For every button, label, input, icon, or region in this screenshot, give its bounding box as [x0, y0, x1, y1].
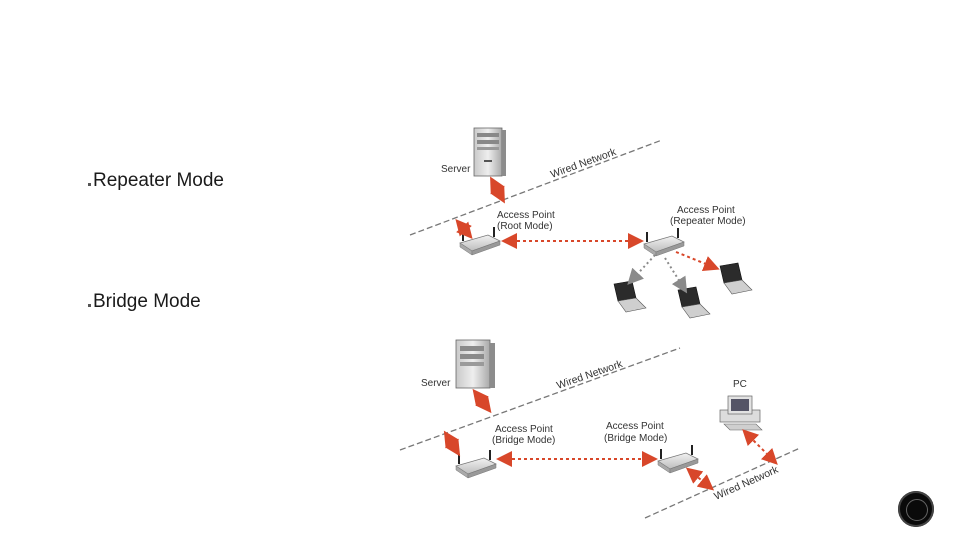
- server-label: Server: [421, 378, 451, 389]
- ap-bridge-left-wired-link: [443, 430, 461, 457]
- ap-root-label: Access Point: [497, 210, 555, 221]
- wireless-client-link: [664, 257, 688, 294]
- access-point-icon: [643, 228, 685, 257]
- wireless-client-link: [627, 254, 656, 285]
- server-link: [472, 388, 492, 414]
- wired-network-line: [644, 447, 801, 519]
- ap-repeater-label: Access Point: [677, 205, 735, 216]
- pc-label: PC: [733, 379, 747, 390]
- access-point-icon: [455, 450, 497, 479]
- laptop-icon: [719, 262, 753, 295]
- bullet-dot: [88, 182, 91, 186]
- wired-network-label: Wired Network: [555, 358, 625, 392]
- access-point-icon: [657, 445, 699, 474]
- laptop-icon: [613, 280, 647, 313]
- bullet-repeater-mode: Repeater Mode: [88, 170, 224, 192]
- ap-bridge-left-mode-label: (Bridge Mode): [492, 435, 555, 446]
- bullet-bridge-mode: Bridge Mode: [88, 291, 201, 313]
- server-icon: [473, 127, 506, 177]
- ap-bridge-right-mode-label: (Bridge Mode): [604, 433, 667, 444]
- pc-wired-link: [742, 429, 778, 465]
- wired-network-label: Wired Network: [549, 146, 619, 181]
- corner-logo-icon: [898, 491, 934, 527]
- bullet-label: Bridge Mode: [93, 291, 201, 312]
- server-label: Server: [441, 164, 471, 175]
- wireless-client-link: [675, 251, 720, 271]
- server-icon: [455, 339, 495, 389]
- ap-root-mode-label: (Root Mode): [497, 221, 553, 232]
- access-point-icon: [459, 227, 501, 256]
- desktop-pc-icon: [719, 395, 763, 431]
- laptop-icon: [677, 286, 711, 319]
- bullet-label: Repeater Mode: [93, 170, 224, 191]
- ap-repeater-mode-label: (Repeater Mode): [670, 216, 746, 227]
- bullet-dot: [88, 303, 91, 307]
- ap-bridge-right-wired-link: [685, 467, 715, 491]
- ap-bridge-right-label: Access Point: [606, 421, 664, 432]
- server-link: [490, 176, 505, 204]
- ap-bridge-left-label: Access Point: [495, 424, 553, 435]
